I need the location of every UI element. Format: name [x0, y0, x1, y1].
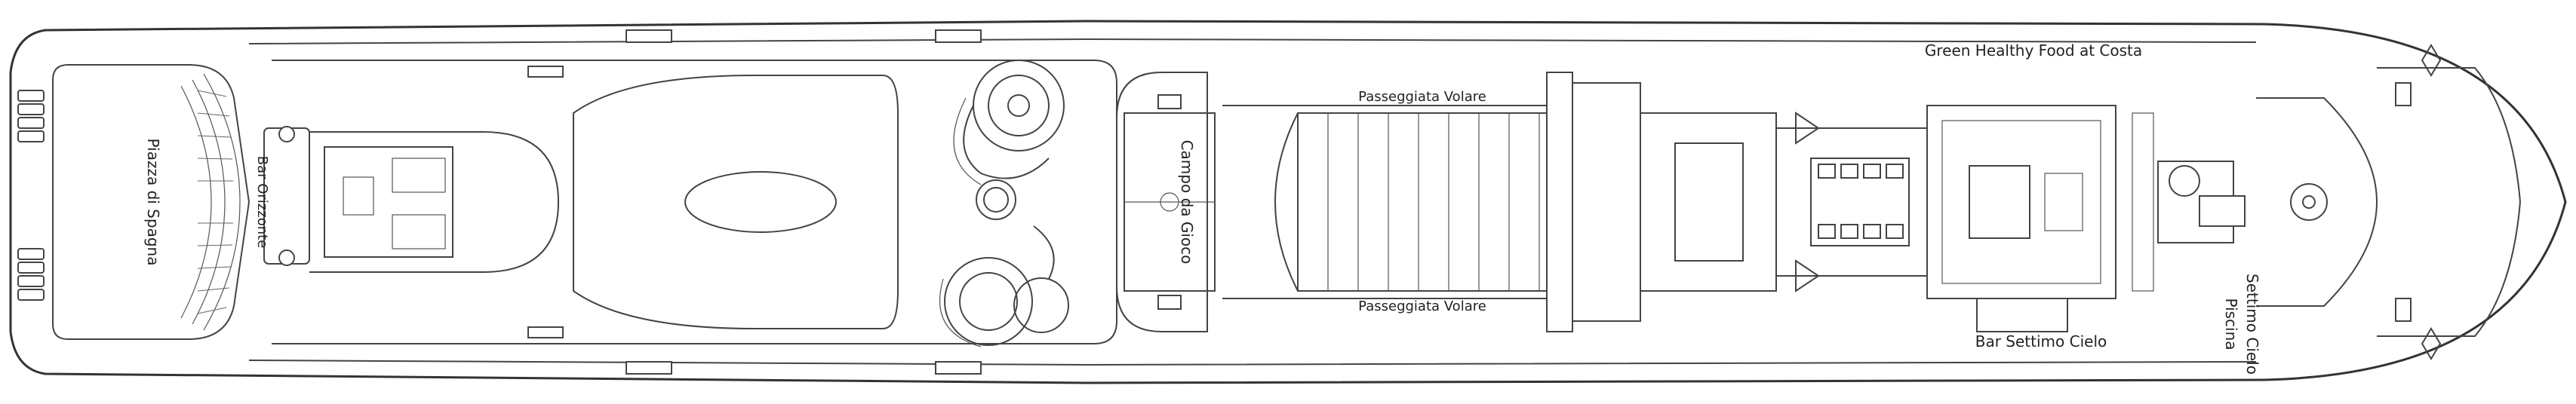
- piazza-di-spagna-area: [17, 64, 251, 340]
- campo-da-gioco-area: [1116, 72, 1216, 332]
- central-pool-area: [272, 29, 1117, 375]
- label-piscina: Piscina: [2222, 298, 2240, 350]
- label-passeggiata-volare-top: Passeggiata Volare: [1358, 89, 1486, 105]
- inner-deck-outline: [248, 38, 2257, 366]
- ship-hull: [9, 20, 2567, 384]
- label-settimo-cielo: Settimo Cielo: [2243, 274, 2261, 375]
- piscina-settimo-cielo-area: [2157, 97, 2378, 307]
- label-green-healthy-food: Green Healthy Food at Costa: [1925, 41, 2142, 60]
- pool-ellipse: [684, 171, 837, 233]
- bow-area: [2377, 44, 2522, 360]
- label-piazza-di-spagna: Piazza di Spagna: [144, 139, 162, 266]
- bar-orizzonte-area: [263, 126, 560, 273]
- elevator-bank: [1795, 112, 1910, 292]
- green-healthy-food-area: [1926, 105, 2116, 299]
- midship-block: [1572, 82, 1928, 322]
- lounger-group-top: [17, 90, 45, 142]
- label-bar-settimo-cielo: Bar Settimo Cielo: [1975, 332, 2107, 350]
- label-bar-orizzonte: Bar Orizzonte: [254, 156, 270, 249]
- label-passeggiata-volare-bottom: Passeggiata Volare: [1358, 298, 1486, 314]
- passeggiata-volare-area: [1222, 72, 1573, 332]
- label-campo-da-gioco: Campo da Gioco: [1178, 140, 1196, 265]
- lounger-group-bottom: [17, 248, 45, 301]
- bar-settimo-cielo-area: [1976, 112, 2154, 332]
- water-slides: [939, 60, 1069, 347]
